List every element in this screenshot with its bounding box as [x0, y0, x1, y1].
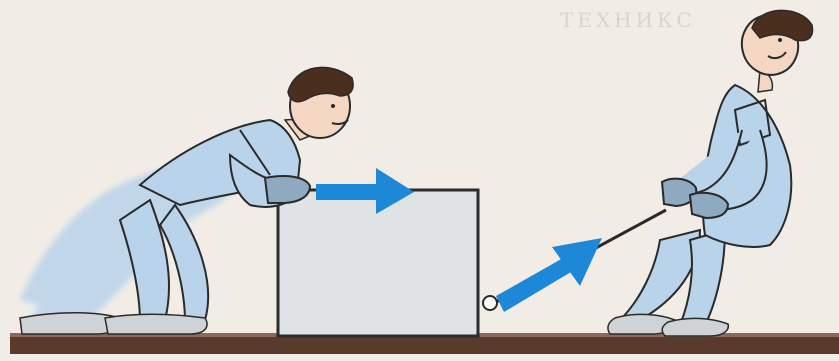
hook-ring [483, 296, 497, 310]
pull-arrow [496, 238, 602, 312]
pulling-person [608, 9, 813, 336]
